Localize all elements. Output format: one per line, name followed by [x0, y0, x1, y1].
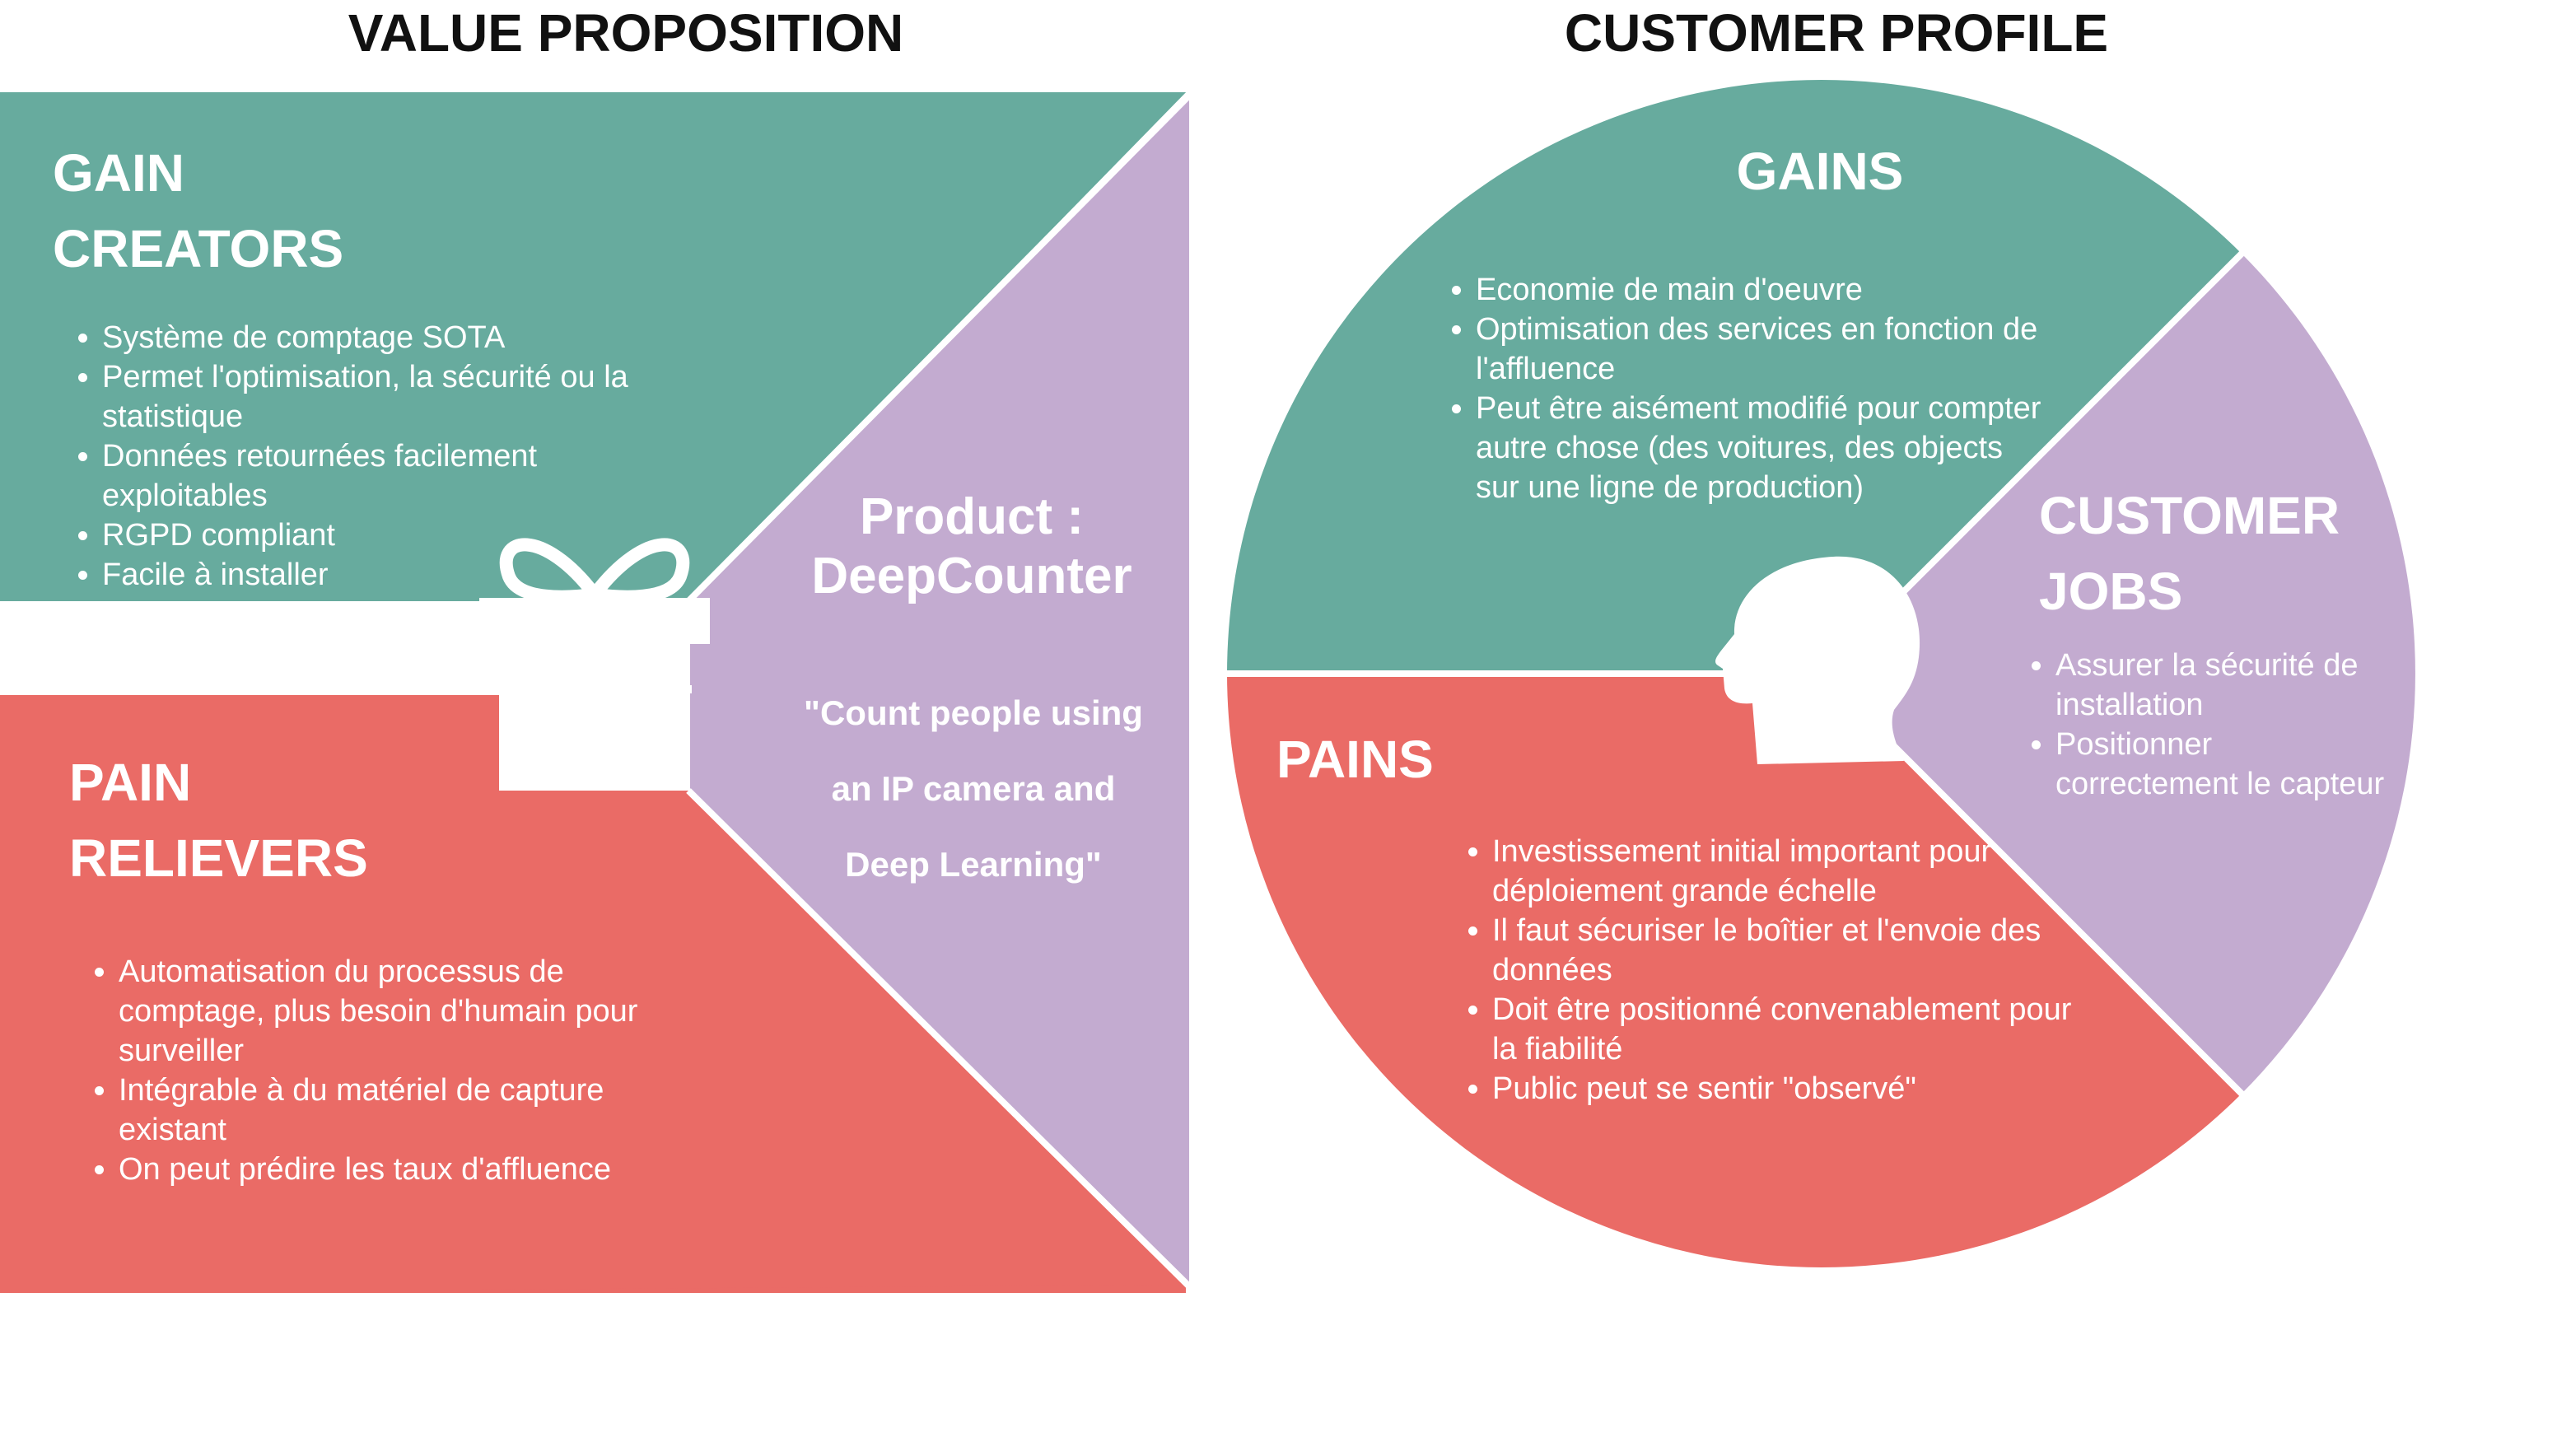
- product-tagline: "Count people using an IP camera and Dee…: [774, 675, 1173, 903]
- pain-relievers-title-line1: PAIN: [69, 753, 192, 812]
- pains-list: Investissement initial important pour dé…: [1443, 832, 2085, 1108]
- gain-creators-title-line2: CREATORS: [53, 219, 344, 278]
- list-item: Permet l'optimisation, la sécurité ou la…: [102, 357, 637, 436]
- list-item: RGPD compliant: [102, 516, 637, 555]
- value-proposition-heading: VALUE PROPOSITION: [348, 3, 904, 63]
- pains-title: PAINS: [1276, 730, 1434, 789]
- gift-icon: [479, 538, 710, 791]
- list-item: Automatisation du processus de comptage,…: [119, 952, 662, 1071]
- gains-list: Economie de main d'oeuvre Optimisation d…: [1426, 270, 2052, 507]
- list-item: Peut être aisément modifié pour compter …: [1476, 389, 2052, 507]
- product-title-line1: Product :: [859, 488, 1085, 545]
- list-item: Investissement initial important pour dé…: [1492, 832, 2085, 911]
- product-title: Product : DeepCounter: [766, 488, 1178, 606]
- customer-jobs-title: CUSTOMER JOBS: [2039, 478, 2340, 629]
- product-tagline-line2: an IP camera and: [831, 769, 1116, 808]
- gains-title: GAINS: [1736, 142, 1904, 201]
- pain-relievers-area-fill: [0, 695, 1186, 1293]
- product-area: [688, 99, 1189, 1283]
- product-tagline-line3: Deep Learning": [845, 845, 1102, 884]
- list-item: Intégrable à du matériel de capture exis…: [119, 1071, 662, 1150]
- product-tagline-line1: "Count people using: [804, 693, 1143, 732]
- list-item: Données retournées facilement exploitabl…: [102, 436, 637, 516]
- gain-creators-area-fill: [0, 92, 1186, 601]
- list-item: Assurer la sécurité de installation: [2055, 646, 2401, 725]
- product-title-line2: DeepCounter: [811, 548, 1132, 604]
- list-item: Optimisation des services en fonction de…: [1476, 310, 2052, 389]
- pain-relievers-title-line2: RELIEVERS: [69, 828, 368, 888]
- customer-profile-circle: [1224, 80, 2415, 1267]
- list-item: Positionner correctement le capteur: [2055, 725, 2401, 804]
- customer-jobs-list: Assurer la sécurité de installation Posi…: [2006, 646, 2401, 804]
- gain-creators-title: GAIN CREATORS: [53, 135, 343, 287]
- list-item: Public peut se sentir "observé": [1492, 1069, 2085, 1108]
- pains-sector: [1227, 674, 2242, 1267]
- head-silhouette-icon: [1715, 556, 1920, 764]
- list-item: Doit être positionné convenablement pour…: [1492, 990, 2085, 1069]
- gain-creators-title-line1: GAIN: [53, 143, 184, 203]
- pain-relievers-list: Automatisation du processus de comptage,…: [69, 952, 662, 1189]
- list-item: Il faut sécuriser le boîtier et l'envoie…: [1492, 911, 2085, 990]
- pain-relievers-title: PAIN RELIEVERS: [69, 744, 368, 896]
- customer-jobs-sector: [1822, 254, 2415, 1094]
- customer-profile-heading: CUSTOMER PROFILE: [1564, 3, 2109, 63]
- customer-jobs-title-line2: JOBS: [2039, 562, 2183, 621]
- separator-diagonal-top: [686, 93, 1192, 604]
- separator-diagonal-bottom: [686, 788, 1192, 1289]
- customer-jobs-title-line1: CUSTOMER: [2039, 486, 2340, 545]
- list-item: Système de comptage SOTA: [102, 318, 637, 357]
- list-item: Facile à installer: [102, 555, 637, 595]
- list-item: Economie de main d'oeuvre: [1476, 270, 2052, 310]
- list-item: Scalable: [102, 595, 637, 634]
- gain-creators-list: Système de comptage SOTA Permet l'optimi…: [53, 318, 637, 634]
- list-item: On peut prédire les taux d'affluence: [119, 1150, 662, 1189]
- gains-sector: [1227, 80, 2242, 674]
